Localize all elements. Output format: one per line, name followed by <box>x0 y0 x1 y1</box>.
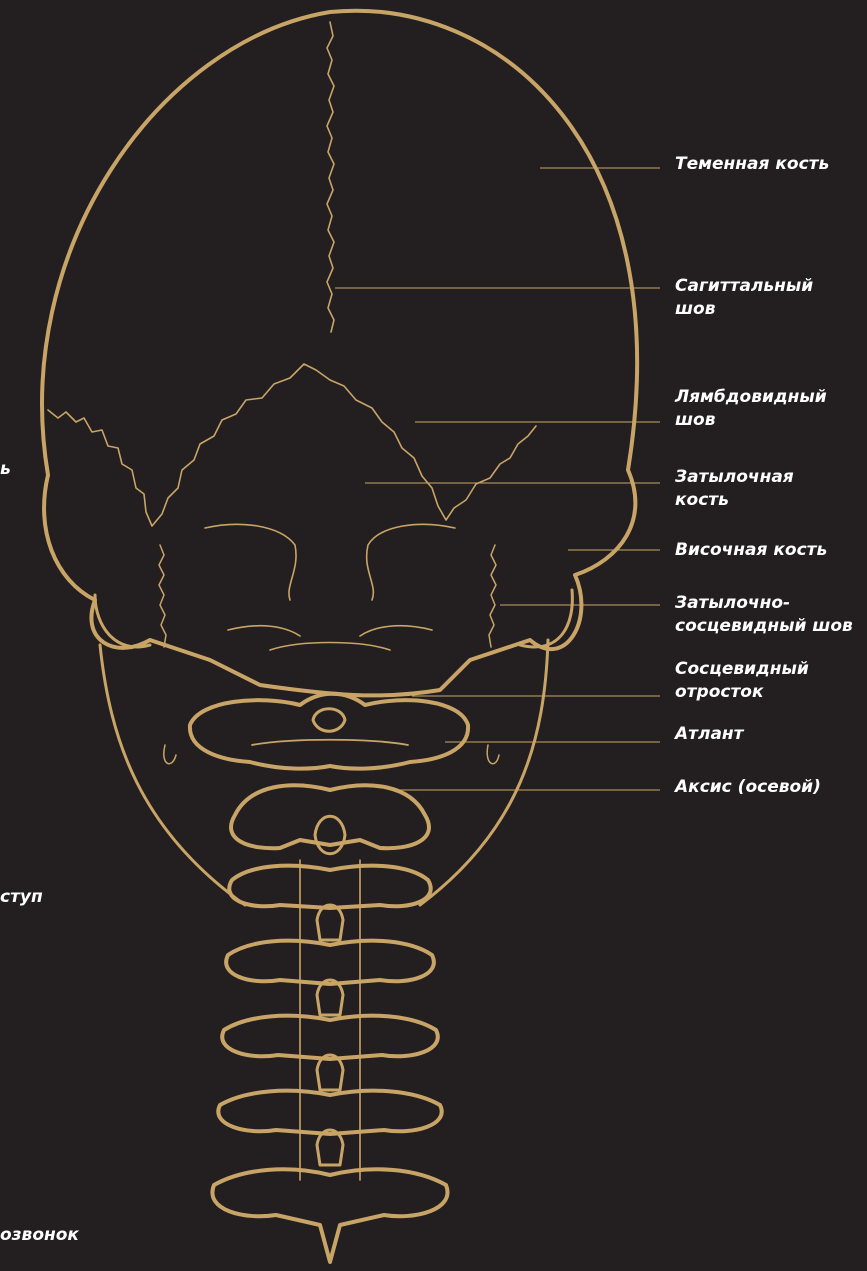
atlas-arch <box>252 740 408 745</box>
ear-mark-right <box>487 745 499 764</box>
label-left-cut-1: ь <box>0 458 11 481</box>
label-occipitomastoid-suture: Затылочно- сосцевидный шов <box>675 592 853 638</box>
ear-mark-left <box>164 745 176 764</box>
cervical-vertebra <box>212 1169 447 1262</box>
label-parietal-bone: Теменная кость <box>675 153 829 176</box>
mandible-contour <box>100 645 245 905</box>
atlas-tubercle <box>313 709 345 732</box>
mastoid-right <box>520 590 572 647</box>
occipital-line <box>367 524 455 600</box>
mastoid-left <box>95 595 150 647</box>
occipital-line <box>270 643 390 651</box>
label-temporal-bone: Височная кость <box>675 539 827 562</box>
label-left-cut-3: озвонок <box>0 1224 79 1247</box>
cervical-vertebra <box>222 1016 438 1059</box>
occipitomastoid-suture-left <box>159 545 166 647</box>
spinous-process <box>317 905 343 940</box>
occipitomastoid-suture-right <box>489 545 496 647</box>
occipital-line <box>228 626 300 636</box>
label-sagittal-suture: Сагиттальный шов <box>675 275 813 321</box>
label-occipital-bone: Затылочная кость <box>675 466 794 512</box>
cervical-vertebra <box>226 941 434 984</box>
mandible-contour-right <box>420 640 548 905</box>
spinous-process <box>315 816 345 854</box>
skull-outline <box>42 11 637 696</box>
cervical-vertebra <box>229 866 430 908</box>
occipital-line <box>360 626 432 636</box>
label-lambdoid-suture: Лямбдовидный шов <box>675 386 827 432</box>
label-axis: Аксис (осевой) <box>675 776 821 799</box>
sagittal-suture <box>327 22 334 332</box>
occipital-line <box>205 524 296 600</box>
lambdoid-suture <box>48 364 536 526</box>
label-atlas: Атлант <box>675 723 744 746</box>
cervical-vertebra <box>218 1091 441 1134</box>
label-left-cut-2: ступ <box>0 886 43 909</box>
label-mastoid-process: Сосцевидный отросток <box>675 658 809 704</box>
